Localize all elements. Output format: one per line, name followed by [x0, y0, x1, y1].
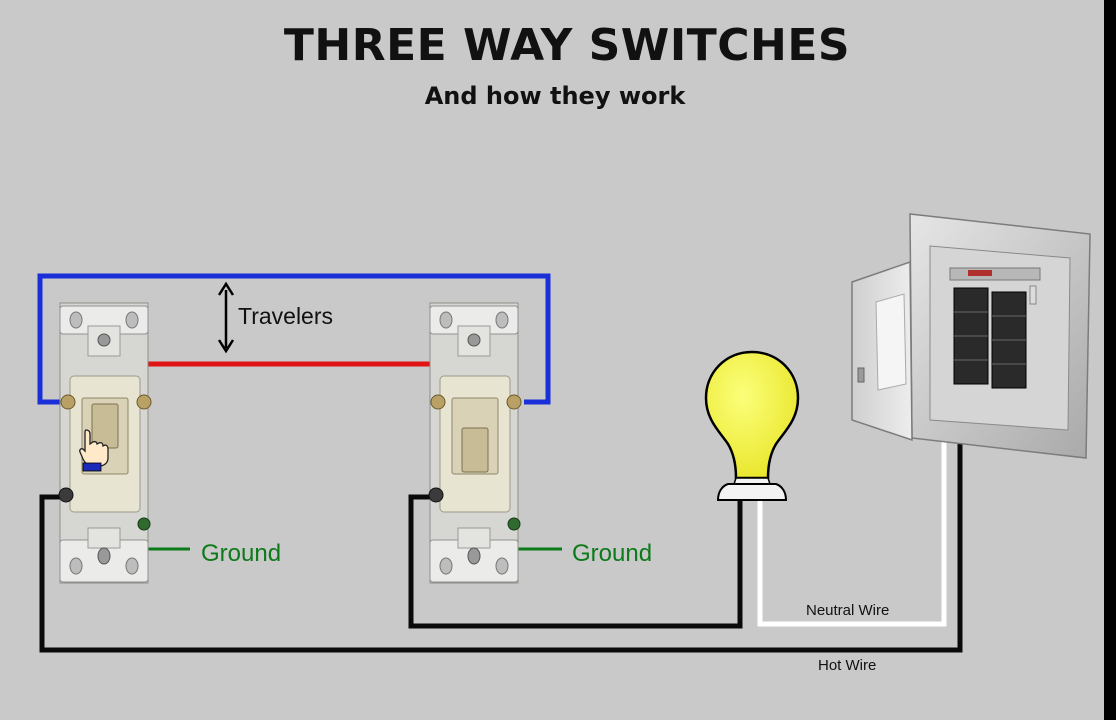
hot-wire-label: Hot Wire	[818, 657, 876, 674]
page-title: THREE WAY SWITCHES	[283, 20, 851, 71]
ground-wire-left	[143, 526, 190, 551]
frame-edge	[1104, 0, 1116, 720]
switch-left[interactable]	[58, 302, 152, 584]
double-arrow-icon	[217, 281, 235, 354]
ground-wire-right	[514, 526, 562, 551]
hand-cursor-icon	[79, 429, 109, 472]
page-subtitle: And how they work	[424, 82, 686, 110]
switch-leg-wire	[408, 494, 743, 629]
neutral-wire	[757, 436, 947, 627]
ground-label-right: Ground	[572, 540, 652, 567]
ground-label-left: Ground	[201, 540, 281, 567]
switch-right[interactable]	[428, 302, 522, 584]
travelers-label: Travelers	[238, 303, 333, 329]
red-traveler-wire	[142, 361, 440, 402]
blue-traveler-wire	[37, 273, 551, 405]
light-bulb-icon	[704, 350, 800, 501]
neutral-wire-label: Neutral Wire	[806, 602, 889, 619]
hot-wire	[39, 436, 963, 653]
breaker-panel-icon	[851, 213, 1091, 459]
